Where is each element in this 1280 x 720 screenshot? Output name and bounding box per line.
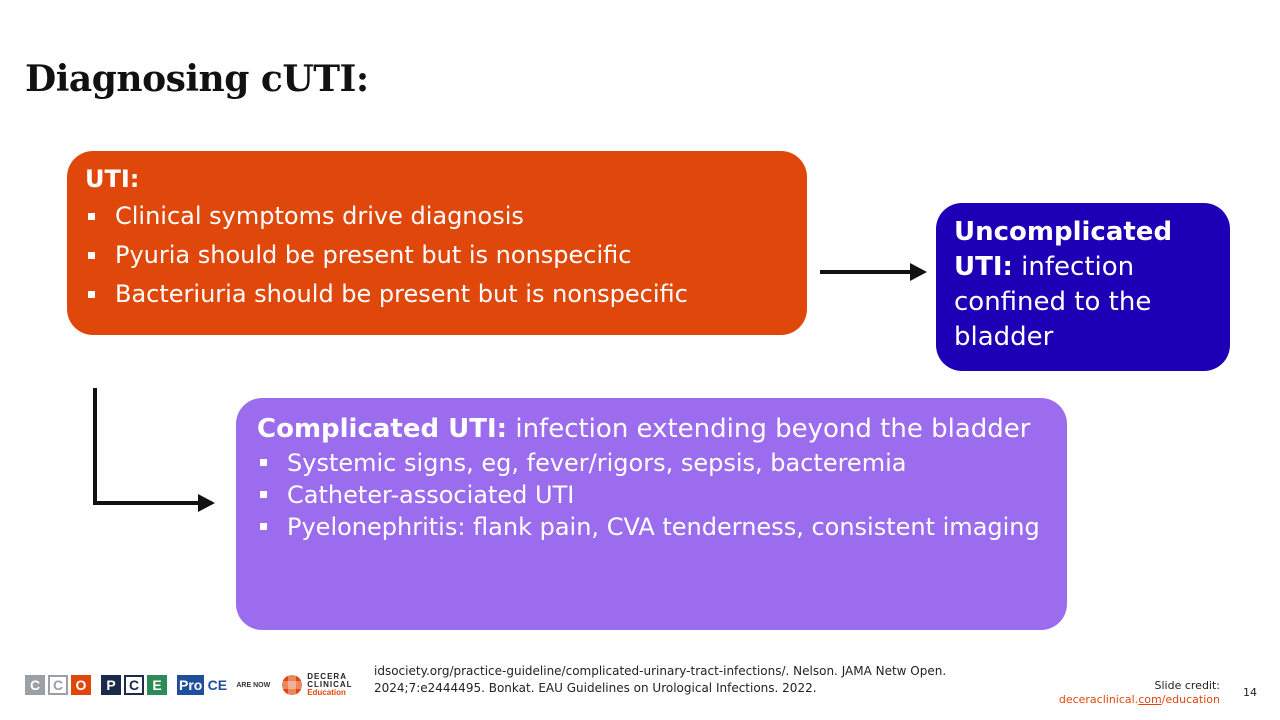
uti-heading: UTI: [85, 165, 140, 193]
partner-logos: C C O P C E Pro CE ARE NOW DECERA CLINIC… [25, 673, 353, 697]
uncomplicated-uti-box: Uncomplicated UTI: infection confined to… [936, 203, 1230, 371]
complicated-definition: infection extending beyond the bladder [507, 414, 1031, 444]
uncomplicated-definition: infection confined to the bladder [954, 252, 1152, 352]
pce-logo-letter: E [147, 675, 167, 695]
proce-logo-pro: Pro [177, 675, 205, 695]
credit-link[interactable]: deceraclinical.com/education [1059, 693, 1220, 707]
uti-bullet: Clinical symptoms drive diagnosis [85, 197, 789, 236]
are-now-label: ARE NOW [236, 681, 271, 689]
decera-mark-icon [281, 674, 304, 696]
uti-bullet: Pyuria should be present but is nonspeci… [85, 236, 789, 275]
credit-link-part[interactable]: com [1138, 693, 1162, 706]
uncomplicated-term: Uncomplicated UTI: [954, 217, 1173, 282]
complicated-bullet: Pyelonephritis: flank pain, CVA tenderne… [257, 511, 1046, 543]
elbow-arrow-icon [93, 388, 215, 512]
decera-line1: DECERA [307, 672, 347, 681]
complicated-heading: Complicated UTI: infection extending bey… [257, 412, 1046, 447]
right-arrow-icon [820, 263, 927, 281]
pce-logo-letter: P [101, 675, 121, 695]
cco-logo-letter: C [25, 675, 45, 695]
page-number: 14 [1243, 686, 1257, 699]
slide-credit: Slide credit: deceraclinical.com/educati… [1059, 679, 1220, 707]
proce-logo-ce: CE [207, 675, 228, 695]
complicated-bullet-list: Systemic signs, eg, fever/rigors, sepsis… [257, 447, 1046, 543]
decera-line2: CLINICAL [307, 680, 353, 689]
cco-logo-letter: C [48, 675, 68, 695]
decera-logo: DECERA CLINICAL Education [281, 673, 352, 697]
slide-title: Diagnosing cUTI: [25, 58, 369, 100]
uti-box: UTI: Clinical symptoms drive diagnosis P… [67, 151, 807, 335]
complicated-term: Complicated UTI: [257, 414, 508, 444]
uti-bullet-list: Clinical symptoms drive diagnosis Pyuria… [85, 197, 789, 314]
complicated-uti-box: Complicated UTI: infection extending bey… [236, 398, 1067, 630]
credit-link-part[interactable]: deceraclinical. [1058, 693, 1139, 706]
credit-link-part[interactable]: /education [1161, 693, 1220, 706]
pce-logo-letter: C [124, 675, 144, 695]
references: idsociety.org/practice-guideline/complic… [374, 664, 947, 695]
uti-bullet: Bacteriuria should be present but is non… [85, 275, 789, 314]
credit-label: Slide credit: [1154, 679, 1221, 692]
decera-line3: Education [307, 688, 346, 697]
complicated-bullet: Systemic signs, eg, fever/rigors, sepsis… [257, 447, 1046, 479]
cco-logo-letter: O [71, 675, 91, 695]
complicated-bullet: Catheter-associated UTI [257, 479, 1046, 511]
